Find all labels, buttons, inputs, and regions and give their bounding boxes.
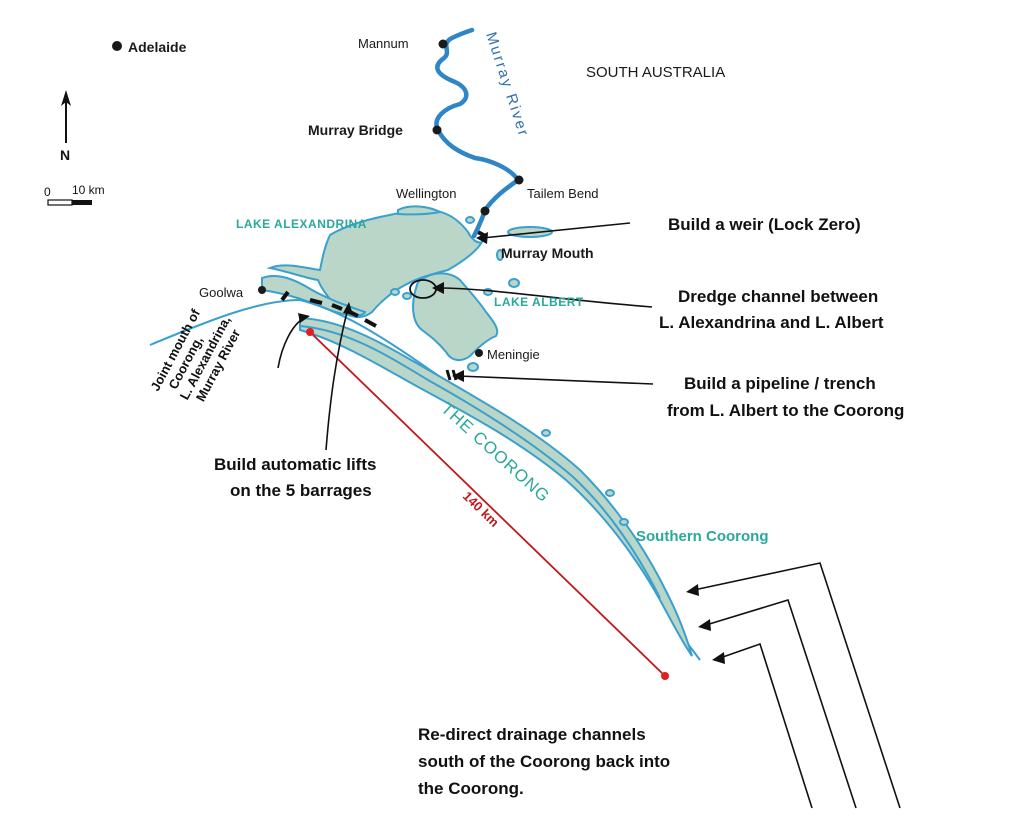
lake-albert-label: LAKE ALBERT — [494, 295, 584, 309]
joint-mouth-label: Joint mouth of Coorong, L. Alexandrina, … — [147, 306, 243, 404]
note-dredge-line2: L. Alexandrina and L. Albert — [659, 313, 884, 332]
pond — [541, 429, 551, 437]
note-pipeline-line2: from L. Albert to the Coorong — [667, 401, 904, 420]
note-weir: Build a weir (Lock Zero) — [668, 215, 861, 234]
note-dredge-line1: Dredge channel between — [678, 287, 878, 306]
coorong-lagoon-inner-edge — [299, 325, 661, 599]
distance-line — [309, 331, 666, 677]
scale-zero: 0 — [44, 185, 51, 199]
lake-alexandrina-north-inlet — [397, 205, 444, 216]
callout-arrow-icon — [432, 282, 653, 308]
pond — [390, 288, 400, 296]
callout-arrow-icon — [476, 222, 631, 244]
pond — [465, 216, 475, 224]
north-arrow-icon — [61, 90, 71, 143]
note-lifts-line2: on the 5 barrages — [230, 481, 372, 500]
note-redirect-line3: the Coorong. — [418, 779, 524, 798]
town-murray-bridge: Murray Bridge — [308, 122, 403, 138]
callout-arrow-icon — [325, 302, 353, 451]
pond — [605, 489, 615, 497]
town-adelaide: Adelaide — [128, 39, 187, 55]
town-dot-icon — [480, 206, 490, 216]
note-redirect-line2: south of the Coorong back into — [418, 752, 670, 771]
town-meningie: Meningie — [487, 347, 540, 362]
murray-river-label: Murray River — [482, 30, 532, 140]
lake-alexandrina-label: LAKE ALEXANDRINA — [236, 217, 367, 231]
region-label: SOUTH AUSTRALIA — [586, 64, 725, 81]
town-murray-mouth: Murray Mouth — [501, 245, 594, 261]
town-dot-icon — [432, 125, 442, 135]
scale-ten-km: 10 km — [72, 183, 105, 197]
coorong-lagoon — [299, 316, 693, 657]
note-pipeline-line1: Build a pipeline / trench — [684, 374, 876, 393]
town-dot-icon — [438, 39, 448, 49]
town-mannum: Mannum — [358, 36, 409, 51]
pond — [467, 362, 479, 372]
pond — [496, 249, 504, 261]
compass-north-label: N — [60, 147, 70, 163]
distance-endpoint — [661, 672, 669, 680]
callout-arrow-icon — [277, 313, 310, 369]
town-dot-icon — [112, 41, 122, 51]
distance-label: 140 km — [460, 488, 502, 529]
town-dot-icon — [514, 175, 524, 185]
town-goolwa: Goolwa — [199, 285, 244, 300]
town-dot-icon — [258, 286, 266, 294]
southern-coorong-label: Southern Coorong — [636, 528, 768, 545]
callout-arrow-icon — [452, 370, 654, 385]
town-wellington: Wellington — [396, 186, 456, 201]
lake-albert-shape — [412, 272, 499, 362]
note-redirect-line1: Re-direct drainage channels — [418, 725, 646, 744]
pond — [402, 292, 412, 300]
goolwa-channel — [261, 274, 367, 317]
drainage-arrows — [686, 562, 901, 809]
scale-bar — [47, 199, 92, 206]
note-lifts-line1: Build automatic lifts — [214, 455, 376, 474]
town-dot-icon — [475, 349, 483, 357]
town-tailem-bend: Tailem Bend — [527, 186, 599, 201]
town-dots — [112, 39, 524, 357]
pond — [619, 518, 629, 526]
pond — [508, 278, 520, 288]
distance-endpoint — [306, 328, 314, 336]
